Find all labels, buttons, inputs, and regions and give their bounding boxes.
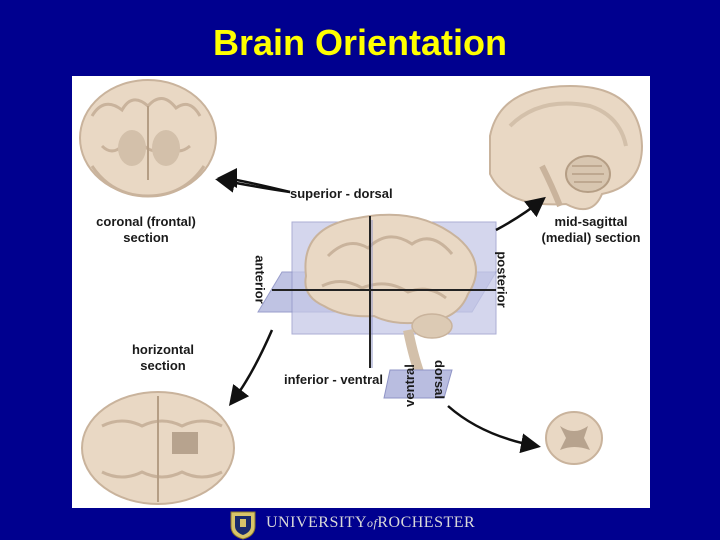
horizontal-section-image bbox=[81, 391, 235, 505]
arrow-to-midsagittal bbox=[495, 196, 546, 232]
label-horizontal: horizontal section bbox=[118, 342, 208, 374]
label-ventral: ventral bbox=[401, 364, 417, 407]
label-superior-dorsal: superior - dorsal bbox=[290, 186, 393, 201]
label-horizontal-line2: section bbox=[140, 358, 186, 373]
university-name-of: of bbox=[367, 516, 378, 530]
label-anterior: anterior bbox=[252, 255, 268, 304]
label-inferior-ventral: inferior - ventral bbox=[284, 372, 383, 387]
university-name-part1: UNIVERSITY bbox=[266, 514, 367, 531]
university-seal-icon bbox=[230, 511, 256, 540]
arrow-to-spinal bbox=[447, 405, 541, 454]
university-name-part2: ROCHESTER bbox=[377, 514, 476, 531]
footer: UNIVERSITYofROCHESTER bbox=[0, 510, 720, 540]
label-coronal: coronal (frontal) section bbox=[84, 214, 208, 246]
spinal-cord-section-image bbox=[545, 411, 603, 465]
label-posterior: posterior bbox=[494, 251, 510, 308]
coronal-section-image bbox=[79, 79, 217, 198]
label-coronal-line1: coronal (frontal) bbox=[96, 214, 196, 229]
label-coronal-line2: section bbox=[123, 230, 169, 245]
label-midsagittal-line2: (medial) section bbox=[541, 230, 641, 245]
label-dorsal: dorsal bbox=[432, 359, 448, 400]
arrow-to-horizontal bbox=[228, 329, 274, 406]
midsagittal-section-image bbox=[489, 84, 644, 211]
label-horizontal-line1: horizontal bbox=[131, 342, 195, 357]
spinal-plane bbox=[383, 369, 453, 399]
orientation-diagram bbox=[79, 79, 644, 505]
central-brain-image bbox=[304, 213, 477, 382]
slide-title: Brain Orientation bbox=[212, 22, 508, 63]
label-midsagittal: mid-sagittal (medial) section bbox=[534, 214, 648, 246]
label-midsagittal-line1: mid-sagittal bbox=[554, 214, 628, 229]
university-name: UNIVERSITYofROCHESTER bbox=[266, 514, 475, 532]
diagram-panel: superior - dorsal inferior - ventral cor… bbox=[72, 76, 650, 508]
